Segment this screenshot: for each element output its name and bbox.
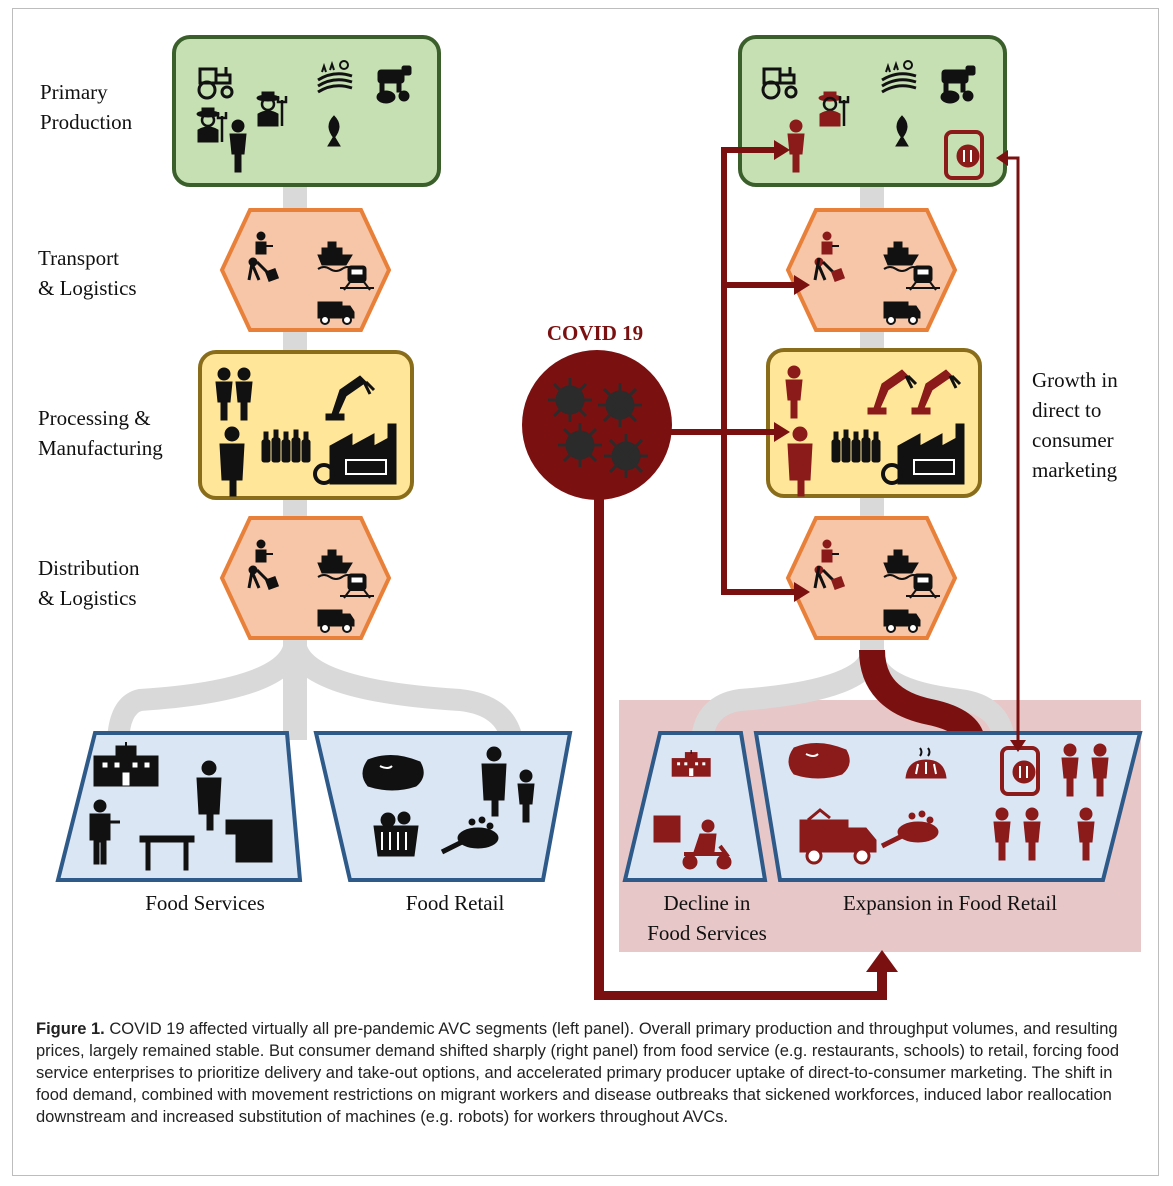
right-branch-connector <box>284 638 523 743</box>
left-food-retail-box <box>313 731 573 882</box>
virus-icon <box>596 381 644 429</box>
growth-arrow <box>1006 156 1020 740</box>
label-food-retail: Food Retail <box>405 891 505 915</box>
arrow-to-retail <box>594 495 887 1000</box>
virus-icon <box>546 376 594 424</box>
caption-text: COVID 19 affected virtually all pre-pand… <box>36 1020 1120 1126</box>
virus-icon <box>556 421 604 469</box>
meat-icon <box>788 742 851 779</box>
right-decline-icons <box>653 749 733 871</box>
label-transport-logistics: Transport & Logistics <box>38 246 137 300</box>
left-food-services-icons <box>88 741 273 871</box>
label-processing-manufacturing: Processing & Manufacturing <box>38 406 163 460</box>
arrow-to-distribution <box>721 432 796 595</box>
diagram-canvas <box>55 35 1143 1000</box>
figure-frame <box>12 8 1159 1176</box>
left-branch-connector <box>107 638 306 741</box>
covid-circle <box>522 350 672 500</box>
label-food-services: Food Services <box>145 891 265 915</box>
left-distribution-hex <box>219 516 392 640</box>
covid-arrows <box>594 147 1020 1000</box>
takeout-bag-icon <box>653 815 681 843</box>
figure-caption: Figure 1. COVID 19 affected virtually al… <box>36 1018 1136 1128</box>
left-transport-hex <box>219 208 392 332</box>
demand-shift-arrow <box>859 649 985 744</box>
covid-title: COVID 19 <box>546 321 644 345</box>
right-distribution-hex <box>785 516 958 640</box>
right-decline-box <box>622 731 768 882</box>
virus-icon <box>602 432 650 480</box>
label-decline-food-services: Decline in Food Services <box>647 891 767 945</box>
label-expansion-food-retail: Expansion in Food Retail <box>842 891 1058 915</box>
label-primary-production: Primary Production <box>40 80 133 134</box>
caption-label: Figure 1. <box>36 1020 105 1038</box>
right-primary-production-box <box>738 35 1007 187</box>
arrow-to-primary <box>721 147 775 432</box>
arrow-heads <box>774 140 1026 972</box>
meat-icon <box>362 754 425 791</box>
right-transport-hex <box>785 208 958 332</box>
label-distribution-logistics: Distribution & Logistics <box>38 556 140 610</box>
label-growth-direct-marketing: Growth in direct to consumer marketing <box>1032 368 1118 482</box>
